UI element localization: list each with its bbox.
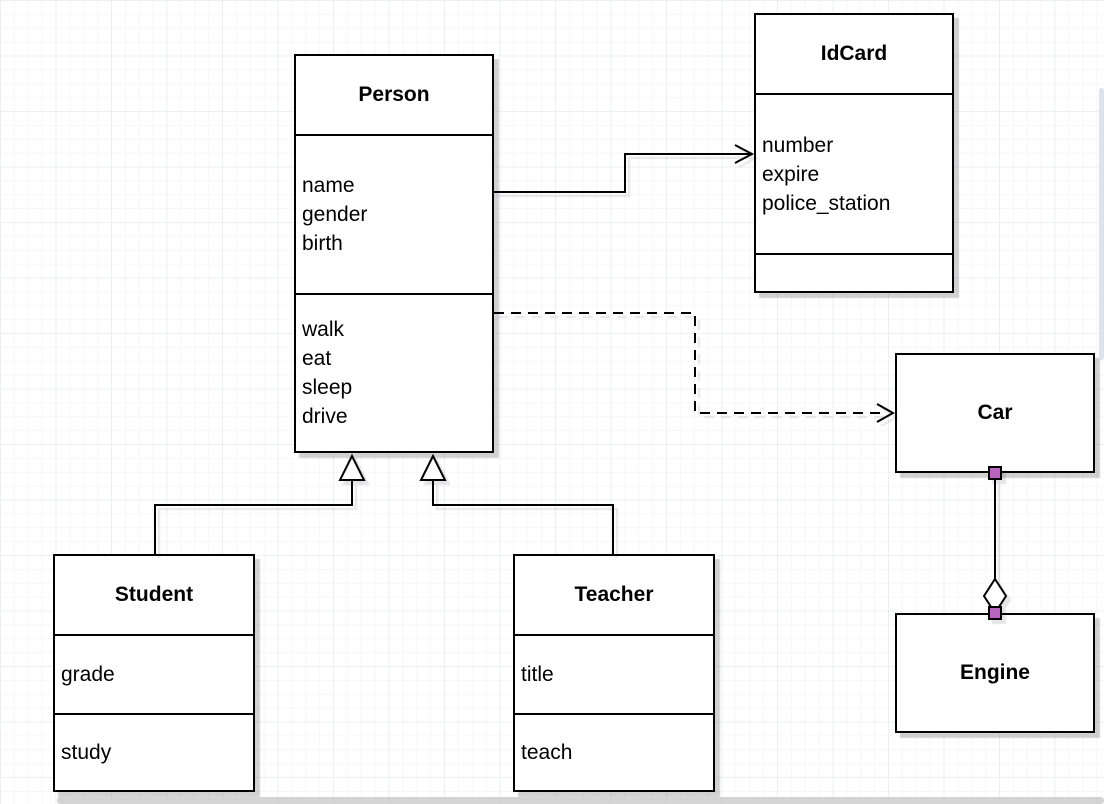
- class-person[interactable]: Person name gender birth walk eat sleep …: [294, 54, 494, 453]
- open-arrowhead-icon: [876, 403, 896, 423]
- method: sleep: [302, 376, 353, 399]
- attribute: gender: [302, 203, 368, 226]
- class-student-title: Student: [114, 583, 194, 606]
- method: teach: [521, 741, 573, 764]
- edge-generalization-teacher-person[interactable]: [419, 453, 614, 554]
- class-student-methods: study: [55, 713, 253, 790]
- hollow-diamond-icon: [982, 577, 1008, 615]
- class-car-title: Car: [977, 401, 1013, 424]
- method: study: [61, 741, 112, 764]
- association-line[interactable]: [494, 153, 751, 193]
- attribute: police_station: [762, 191, 891, 215]
- dependency-line[interactable]: [494, 312, 886, 414]
- vertical-scrollbar[interactable]: [1099, 88, 1104, 360]
- generalization-line[interactable]: [154, 480, 353, 554]
- attribute: number: [762, 133, 834, 157]
- class-teacher-attributes: title: [515, 634, 713, 713]
- class-student-attributes: grade: [55, 634, 253, 713]
- attribute: title: [521, 663, 554, 686]
- class-person-methods: walk eat sleep drive: [296, 293, 492, 451]
- class-idcard-methods: [756, 253, 952, 291]
- class-engine-title: Engine: [959, 661, 1030, 684]
- method: drive: [302, 405, 348, 428]
- attribute: grade: [61, 663, 115, 686]
- attribute: birth: [302, 232, 343, 255]
- class-idcard-attributes: number expire police_station: [756, 93, 952, 253]
- class-idcard-title: IdCard: [820, 42, 888, 65]
- class-person-attributes: name gender birth: [296, 134, 492, 293]
- generalization-line[interactable]: [432, 480, 614, 554]
- class-engine[interactable]: Engine: [895, 613, 1095, 733]
- class-idcard[interactable]: IdCard number expire police_station: [754, 13, 954, 293]
- class-teacher-methods: teach: [515, 713, 713, 790]
- class-car[interactable]: Car: [895, 353, 1095, 473]
- edge-generalization-student-person[interactable]: [154, 453, 366, 554]
- attribute: expire: [762, 162, 820, 186]
- edge-association-person-idcard[interactable]: [494, 144, 755, 193]
- horizontal-scrollbar[interactable]: [57, 797, 1104, 804]
- method: eat: [302, 347, 332, 370]
- open-arrowhead-icon: [734, 144, 755, 164]
- hollow-triangle-arrowhead-icon: [419, 453, 447, 481]
- class-teacher[interactable]: Teacher title teach: [513, 554, 715, 792]
- method: walk: [302, 318, 345, 341]
- hollow-triangle-arrowhead-icon: [338, 453, 366, 481]
- edge-dependency-person-car[interactable]: [494, 312, 896, 423]
- class-person-title: Person: [358, 83, 430, 106]
- class-student[interactable]: Student grade study: [53, 554, 255, 792]
- edge-aggregation-car-engine[interactable]: [982, 466, 1008, 620]
- attribute: name: [302, 174, 355, 197]
- class-teacher-title: Teacher: [574, 583, 654, 606]
